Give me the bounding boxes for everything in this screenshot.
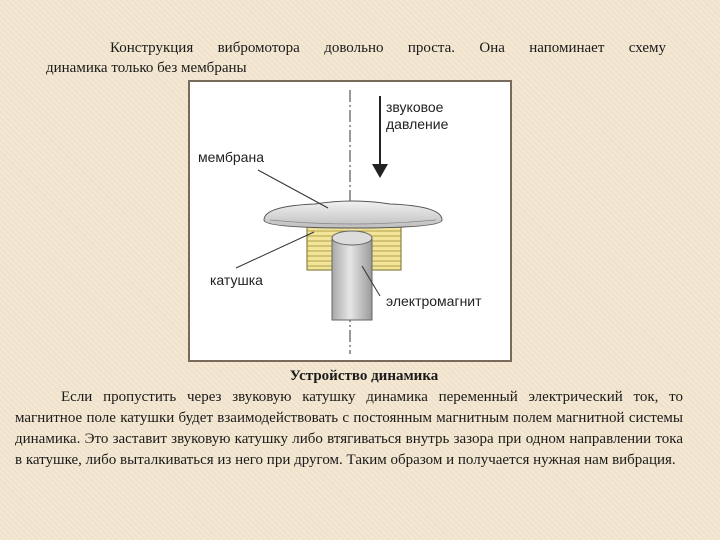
speaker-diagram-svg: звуковое давление мембрана катушка элект… bbox=[198, 90, 482, 354]
body-paragraph: Если пропустить через звуковую катушку д… bbox=[15, 387, 683, 471]
body-text: Если пропустить через звуковую катушку д… bbox=[15, 389, 683, 468]
electromagnet-shape bbox=[331, 230, 373, 321]
pressure-arrow-icon bbox=[372, 96, 388, 178]
membrane-shape bbox=[263, 200, 443, 229]
membrane-leader bbox=[257, 169, 329, 209]
diagram-caption: Устройство динамика bbox=[289, 368, 439, 384]
label-sound-pressure-2: давление bbox=[386, 116, 449, 132]
speaker-diagram: звуковое давление мембрана катушка элект… bbox=[188, 80, 512, 362]
intro-line-2: динамика только без мембраны bbox=[46, 60, 247, 76]
label-membrane: мембрана bbox=[198, 149, 264, 165]
intro-line-1: Конструкция вибромотора довольно проста.… bbox=[110, 40, 666, 56]
label-coil: катушка bbox=[210, 272, 263, 288]
intro-paragraph: Конструкция вибромотора довольно проста.… bbox=[46, 38, 666, 78]
label-sound-pressure-1: звуковое bbox=[386, 99, 444, 115]
coil-leader bbox=[235, 231, 315, 269]
electromagnet-leader bbox=[361, 265, 381, 297]
label-electromagnet: электромагнит bbox=[386, 293, 482, 309]
